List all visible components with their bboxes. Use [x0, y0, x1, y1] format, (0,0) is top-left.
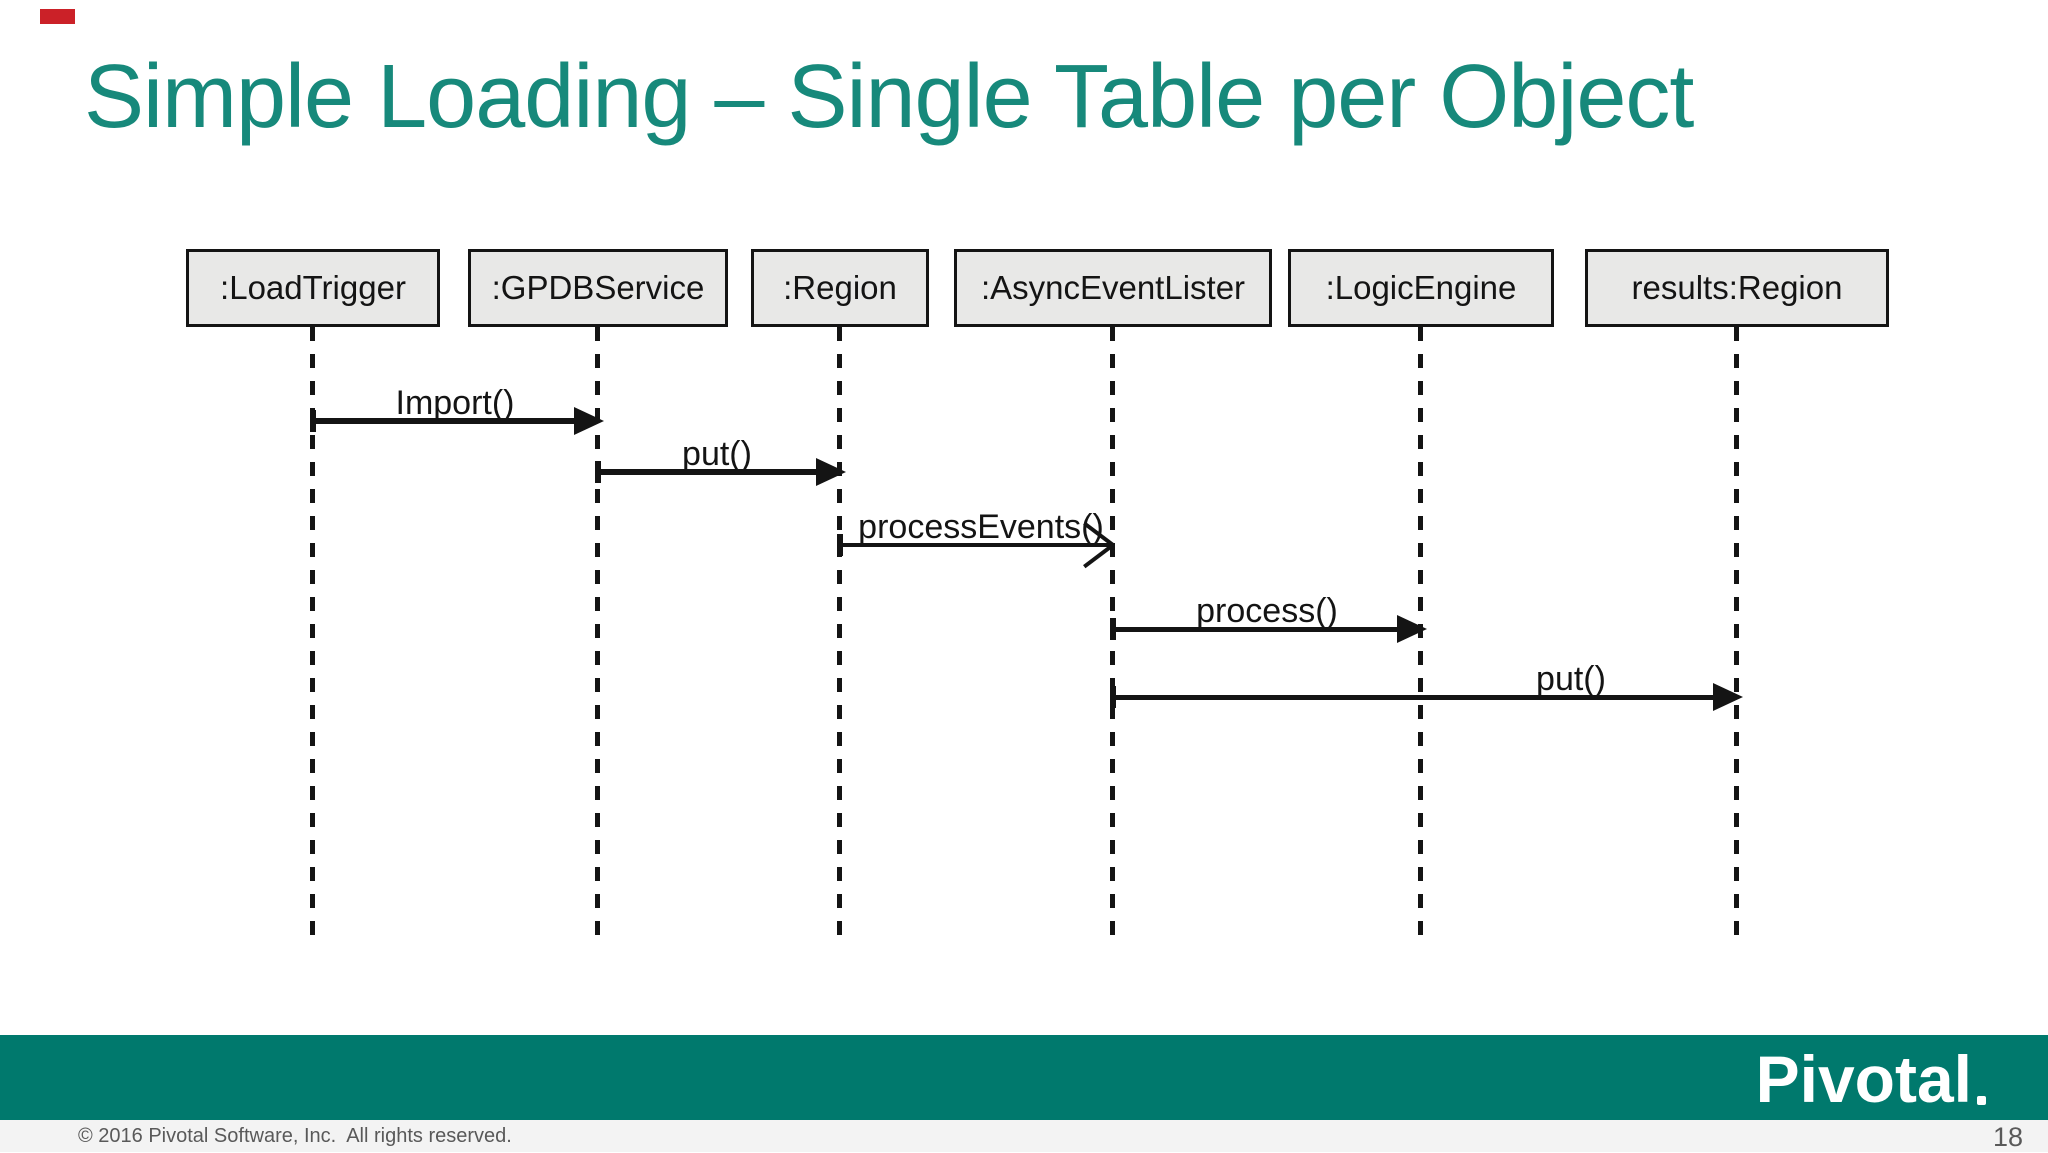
lifeline-dashed-line [595, 327, 600, 940]
pivotal-logo-text: Pivotal [1755, 1042, 1972, 1116]
footer-brand-bar [0, 1035, 2048, 1120]
lifeline-box-region: :Region [751, 249, 929, 327]
footer-strip [0, 1120, 2048, 1152]
message-line [598, 469, 826, 475]
lifeline-label: :Region [783, 269, 897, 306]
lifeline-box-asynceventlister: :AsyncEventLister [954, 249, 1272, 327]
lifeline-dashed-line [310, 327, 315, 940]
lifeline-dashed-line [1734, 327, 1739, 940]
message-label: process() [1196, 592, 1338, 630]
copyright-text: © 2016 Pivotal Software, Inc. All rights… [78, 1125, 512, 1147]
message-line [1113, 695, 1725, 700]
red-capture-marker [40, 9, 75, 24]
message-label: processEvents() [858, 508, 1104, 546]
lifeline-box-resultsregion: results:Region [1585, 249, 1889, 327]
arrowhead-icon [816, 458, 846, 486]
lifeline-box-loadtrigger: :LoadTrigger [186, 249, 440, 327]
message-line [313, 418, 584, 424]
pivotal-logo: Pivotal [1756, 1041, 1986, 1117]
lifeline-box-logicengine: :LogicEngine [1288, 249, 1554, 327]
message-label: put() [1536, 660, 1606, 698]
message-line [1113, 627, 1409, 632]
lifeline-label: :AsyncEventLister [980, 269, 1246, 306]
message-label: put() [682, 435, 752, 473]
arrowhead-icon [574, 407, 604, 435]
page-title: Simple Loading – Single Table per Object [84, 47, 1694, 147]
page-number: 18 [1992, 1122, 2024, 1152]
lifeline-label: results:Region [1631, 269, 1843, 306]
message-label: Import() [395, 384, 515, 422]
registered-mark-dot [1977, 1096, 1986, 1105]
lifeline-label: :GPDBService [491, 269, 705, 306]
lifeline-dashed-line [837, 327, 842, 940]
lifeline-label: :LoadTrigger [220, 269, 406, 306]
arrowhead-icon [1713, 683, 1743, 711]
lifeline-box-gpdbservice: :GPDBService [468, 249, 728, 327]
message-line [840, 543, 1113, 547]
arrowhead-icon [1397, 615, 1427, 643]
lifeline-label: :LogicEngine [1325, 269, 1517, 306]
